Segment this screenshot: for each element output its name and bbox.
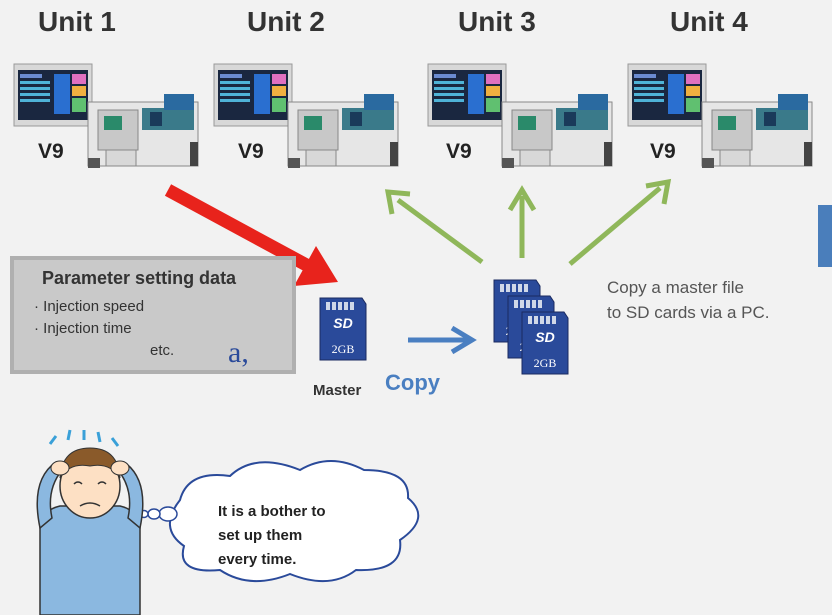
copy-note-line: to SD cards via a PC.: [607, 303, 770, 322]
parameter-item: · Injection time: [34, 320, 132, 337]
copy-label: Copy: [385, 370, 440, 395]
sd-card-stack-3: [521, 311, 569, 375]
parameter-box: Parameter setting data · Injection speed…: [10, 256, 296, 374]
unit-3-badge: V9: [446, 140, 472, 163]
unit-3-title: Unit 3: [458, 6, 536, 37]
thought-cloud: [139, 460, 420, 583]
unit-2-title: Unit 2: [247, 6, 325, 37]
parameter-title: Parameter setting data: [42, 268, 237, 288]
unit-1-title: Unit 1: [38, 6, 116, 37]
thought-line: It is a bother to: [218, 503, 326, 520]
file-icon-text: a,: [228, 336, 249, 369]
parameter-etc: etc.: [150, 342, 175, 359]
red-arrow: [164, 184, 316, 274]
thought-text: It is a bother to set up them every time…: [218, 500, 326, 572]
copy-note-line: Copy a master file: [607, 278, 744, 297]
red-arrowhead: [294, 246, 338, 286]
master-label: Master: [313, 382, 362, 399]
unit-2-badge: V9: [238, 140, 264, 163]
unit-4-badge: V9: [650, 140, 676, 163]
copy-note: Copy a master file to SD cards via a PC.: [607, 275, 770, 325]
green-arrows: [384, 178, 672, 266]
unit-1-badge: V9: [38, 140, 64, 163]
thought-line: set up them: [218, 527, 303, 544]
master-sd-card: [319, 297, 367, 361]
worried-person-icon: [36, 429, 144, 615]
blue-edge-box: [818, 205, 832, 267]
thought-line: every time.: [218, 551, 297, 568]
unit-4-title: Unit 4: [670, 6, 748, 37]
parameter-item: · Injection speed: [34, 298, 145, 315]
